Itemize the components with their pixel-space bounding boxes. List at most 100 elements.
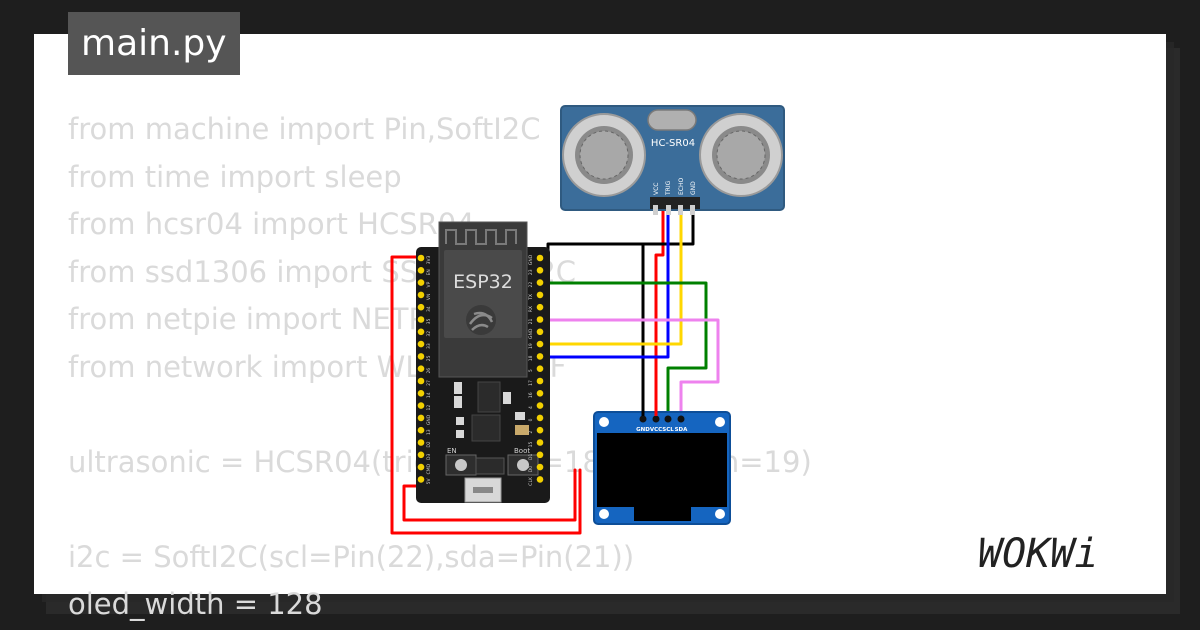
wires [390,208,720,535]
code-line-11: oled_width = 128 [68,587,323,621]
esp32-pin-right-9[interactable] [536,365,544,373]
boot-button[interactable]: Boot [507,447,539,476]
crystal-oscillator [647,109,697,131]
esp32-pin-right-16[interactable] [536,451,544,459]
oled-pin-sda: SDA [675,427,689,433]
code-line-3: from hcsr04 import HCSR04 [68,207,475,241]
esp32-pin-right-4[interactable] [536,303,544,311]
esp32-pin-label: 32 [426,331,432,337]
wokwi-logo: WOKWi [978,531,1098,577]
esp32-pin-left-7[interactable] [417,340,425,348]
esp32-pin-label: 19 [528,343,534,349]
esp32-pin-label: RX [528,306,534,312]
esp32-pin-label: 12 [426,405,432,411]
esp32-pin-label: 5V [426,478,432,485]
esp32-pin-left-10[interactable] [417,377,425,385]
esp32-pin-left-3[interactable] [417,291,425,299]
wifi-antenna-icon [445,229,517,245]
esp32-pin-label: VN [426,294,432,300]
esp32-pin-right-8[interactable] [536,353,544,360]
esp32-pin-left-17[interactable] [417,463,425,471]
esp32-pin-right-18[interactable] [536,476,544,483]
hcsr04-pin-echo: ECHO [678,178,685,195]
esp32-pin-right-12[interactable] [536,402,544,409]
esp32-pin-label: 26 [426,368,432,374]
esp32-pin-left-0[interactable] [417,254,425,262]
oled-display[interactable]: GND VCC SCL SDA [593,411,731,525]
esp32-pin-right-17[interactable] [536,463,544,471]
esp32-pin-right-13[interactable] [536,414,544,422]
esp32-pin-right-3[interactable] [536,291,544,299]
boot-label: Boot [514,447,530,455]
esp32-pin-left-8[interactable] [417,353,425,360]
hcsr04-header-pins [650,197,700,215]
esp32-pin-right-6[interactable] [536,328,544,336]
esp32-pin-label: 21 [528,319,534,325]
esp32-pin-label: 18 [528,355,534,361]
esp32-pin-label: 17 [528,380,534,386]
esp32-pin-left-18[interactable] [417,476,425,483]
esp32-pin-left-15[interactable] [417,439,425,446]
wire-endpoints [641,408,658,416]
esp32-pin-label: 3V3 [426,255,432,264]
esp32-pin-label: 0 [528,418,534,421]
esp32-pin-right-0[interactable] [536,254,544,262]
oled-header-pins [639,415,685,423]
esp32-pin-right-5[interactable] [536,316,544,323]
esp32-pin-label: VP [426,281,432,287]
hcsr04-pin-gnd: GND [690,181,697,195]
esp32-pin-label: 23 [528,269,534,275]
esp32-pin-left-14[interactable] [417,426,425,434]
esp32-pin-label: CLK [528,476,534,486]
esp32-pin-right-14[interactable] [536,426,544,434]
esp32-pin-label: 34 [426,306,432,312]
esp32-pin-right-7[interactable] [536,340,544,348]
espressif-logo-icon [466,305,496,335]
esp32-pin-label: 15 [528,442,534,448]
esp32-pin-left-16[interactable] [417,451,425,459]
esp32-pin-left-2[interactable] [417,279,425,286]
esp32-pin-left-6[interactable] [417,328,425,336]
esp32-pin-label: GND [528,328,534,339]
esp32-pin-right-10[interactable] [536,377,544,385]
esp32-pin-label: D2 [426,441,432,447]
esp32-pin-left-5[interactable] [417,316,425,323]
esp32-pin-right-11[interactable] [536,390,544,397]
transducer-left [562,113,646,197]
file-tab[interactable]: main.py [68,12,240,75]
esp32-pin-label: EN [426,269,432,275]
wokwi-logo-text: WOKWi [978,531,1098,577]
esp32-board[interactable]: ESP32 EN Boot [416,221,550,503]
esp32-pin-left-9[interactable] [417,365,425,373]
esp32-pin-label: 16 [528,392,534,398]
en-label: EN [447,447,457,455]
esp32-pin-label: GND [426,414,432,425]
esp32-pin-right-2[interactable] [536,279,544,286]
oled-pin-gnd: GND [636,427,650,433]
esp32-pin-right-15[interactable] [536,439,544,446]
esp32-pin-right-1[interactable] [536,267,544,274]
esp32-pin-headers: 3V3ENVPVN343532332526271412GND13D2D3CMD5… [417,254,544,486]
oled-pin-vcc: VCC [650,427,662,433]
wire-3v3-red [390,255,582,535]
esp32-pin-left-1[interactable] [417,267,425,274]
wire-echo-yellow [538,208,683,346]
esp32-pin-left-4[interactable] [417,303,425,311]
esp32-pin-left-12[interactable] [417,402,425,409]
esp32-pin-label: 13 [426,429,432,435]
esp32-pin-left-11[interactable] [417,390,425,397]
esp32-pin-left-13[interactable] [417,414,425,422]
esp32-pin-label: GND [528,254,534,265]
code-line-10: i2c = SoftI2C(scl=Pin(22),sda=Pin(21)) [68,539,635,574]
hcsr04-sensor[interactable]: HC-SR04 VCC TRIG ECHO GND [560,105,785,215]
code-line-5: from netpie import NETPIE [68,302,453,336]
esp32-pin-label: 25 [426,355,432,361]
esp32-pin-label: 4 [528,406,534,409]
hcsr04-label: HC-SR04 [651,138,695,149]
esp32-pin-label: 33 [426,343,432,349]
hcsr04-pin-vcc: VCC [653,183,660,195]
esp32-pin-label: D3 [426,453,432,459]
en-button[interactable]: EN [445,447,477,476]
